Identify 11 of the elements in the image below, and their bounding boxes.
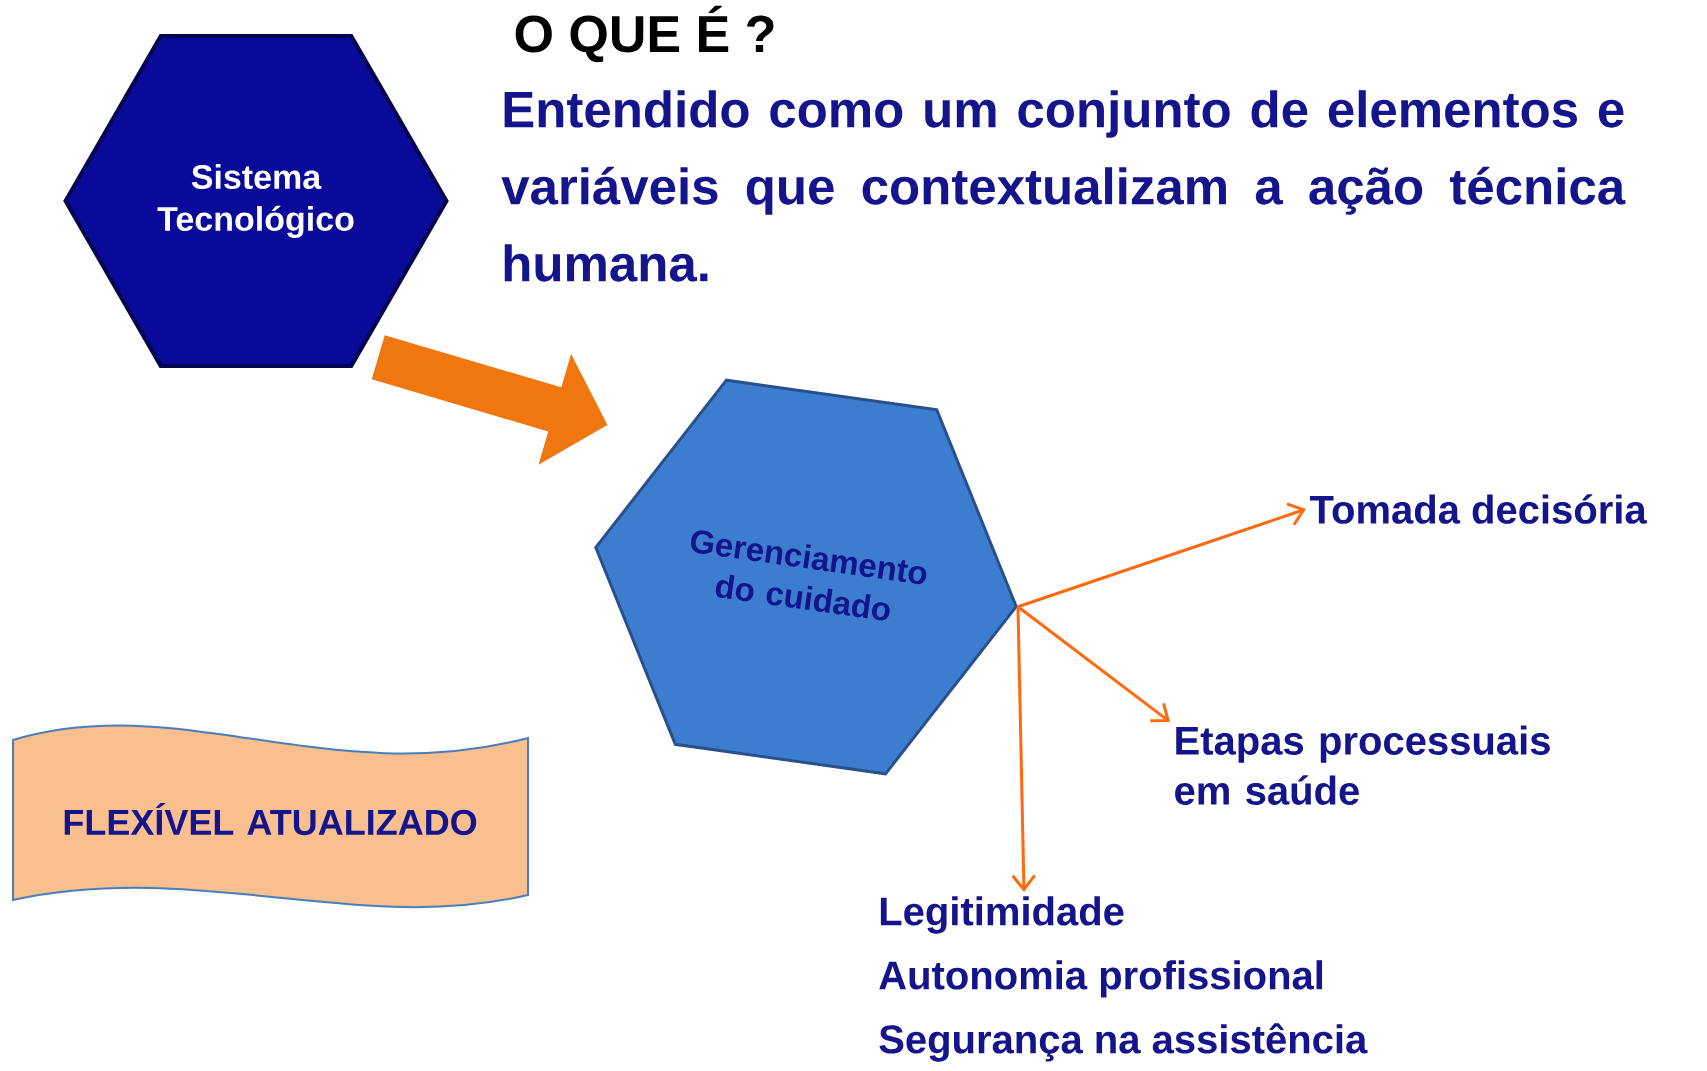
- heading: O QUE É ?: [515, 5, 774, 63]
- paragraph: Entendido como um conjunto de elementos e variáveis que contextualizam a ação técnica humana.: [501, 90, 1626, 282]
- arrow: [1017, 605, 1170, 723]
- label-text: Etapas processuais em saúde: [1175, 725, 1550, 805]
- label-text: Tomada decisória: [1310, 494, 1647, 524]
- list-text: Legitimidade Autonomia profissional Segurança na assistência: [879, 896, 1368, 1062]
- arrow: [1017, 502, 1306, 609]
- hexagon: Gerenciamento do cuidado: [594, 378, 1018, 776]
- arrow: [1011, 606, 1036, 892]
- wave-banner: FLEXÍVEL ATUALIZADO: [12, 724, 529, 909]
- hexagon: Sistema Tecnológico: [63, 34, 449, 368]
